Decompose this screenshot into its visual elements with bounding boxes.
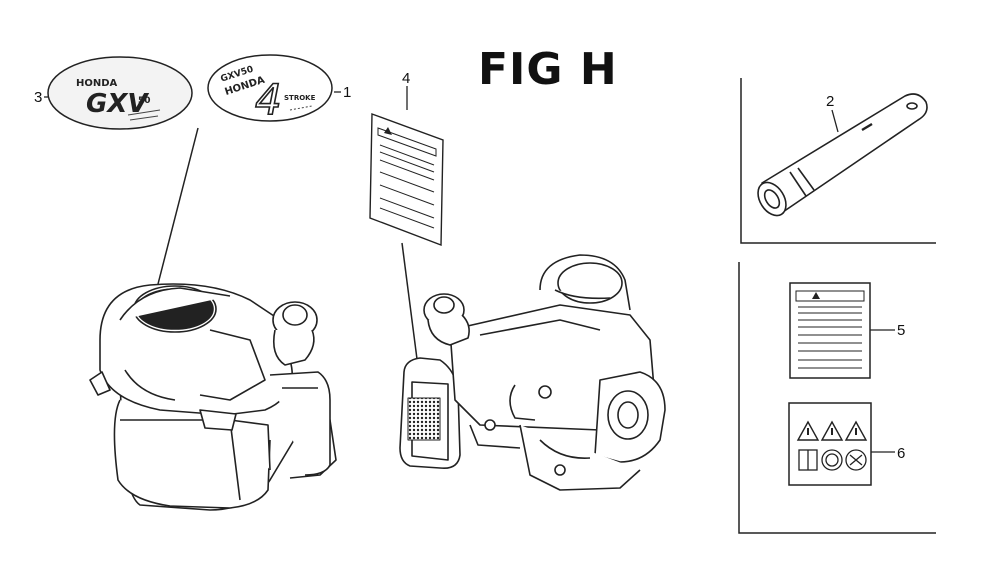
callout-3: 3 <box>34 89 42 106</box>
honda-4stroke-decal: GXV50 HONDA 4 STROKE <box>207 54 333 125</box>
callout-5: 5 <box>897 322 905 339</box>
callout-1: 1 <box>343 84 351 101</box>
wrench-panel-frame <box>740 78 936 244</box>
gxv-decal-brand: HONDA <box>76 78 118 89</box>
warning-sticker-part5 <box>789 282 871 379</box>
honda-decal-big4: 4 <box>255 75 282 124</box>
gxv-decal: HONDA GXV 50 <box>47 56 193 130</box>
panel-frames <box>738 78 936 534</box>
honda-decal-sub: STROKE <box>284 94 316 102</box>
callout-2: 2 <box>826 93 834 110</box>
callout-4: 4 <box>402 70 410 87</box>
manual-book-icon <box>798 449 818 471</box>
labels-panel-frame <box>738 262 936 534</box>
warning-label-card <box>369 113 444 247</box>
spark-plug-wrench <box>757 93 928 217</box>
safety-icons-sticker-part6 <box>788 402 872 486</box>
engine-left-illustration <box>89 283 337 511</box>
leader-line-decal <box>157 127 199 285</box>
callout-6: 6 <box>897 445 905 462</box>
engine-right-illustration <box>399 254 666 491</box>
gxv-decal-model: GXV <box>86 89 149 119</box>
figure-title: FIG H <box>478 44 618 95</box>
hazard-circle-icon <box>821 449 867 471</box>
gxv-decal-sub: 50 <box>138 96 151 106</box>
